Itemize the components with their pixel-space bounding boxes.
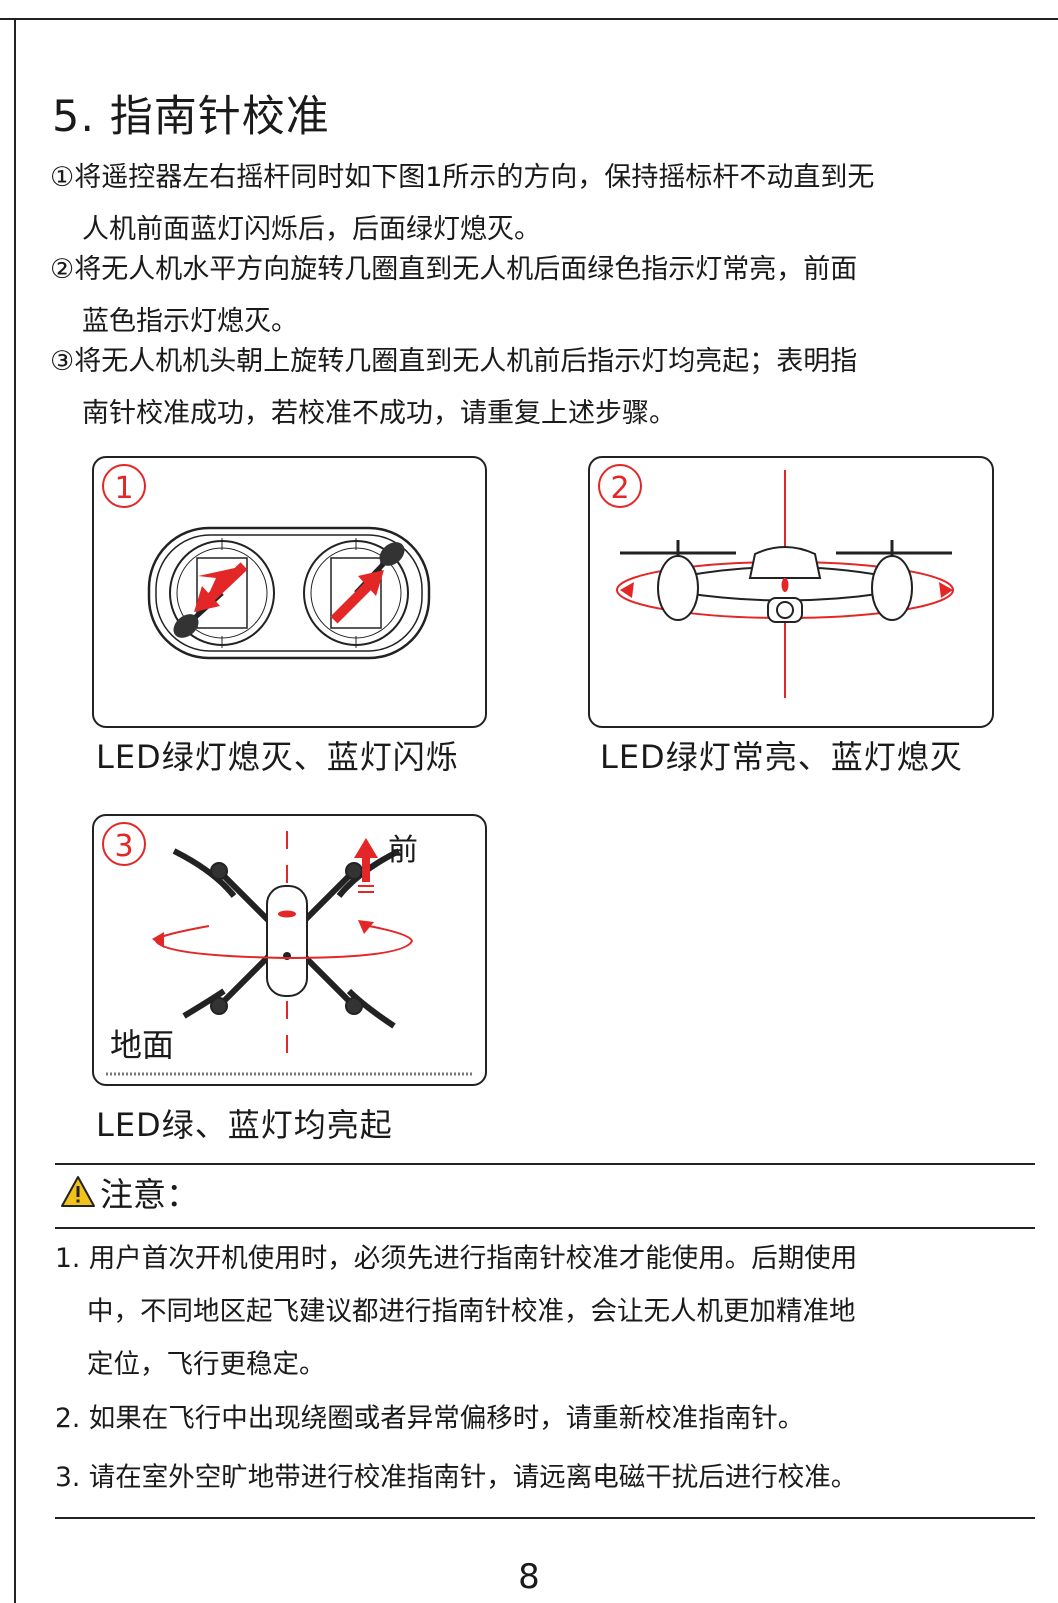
notice-heading: 注意：: [60, 1168, 199, 1216]
drone-front-icon: 2: [598, 464, 954, 698]
figure-1-caption: LED绿灯熄灭、蓝灯闪烁: [96, 738, 459, 776]
up-arrow-icon: [354, 838, 378, 893]
step-1: ①将遥控器左右摇杆同时如下图1所示的方向，保持摇标杆不动直到无 人机前面蓝灯闪烁…: [50, 152, 1030, 256]
figure-2-caption: LED绿灯常亮、蓝灯熄灭: [600, 738, 963, 776]
notice-title: 注意：: [100, 1175, 199, 1214]
step-3-line2: 南针校准成功，若校准不成功，请重复上述步骤。: [82, 398, 676, 429]
figure-1-panel: 1: [92, 456, 487, 728]
notice-item-2: 2. 如果在飞行中出现绕圈或者异常偏移时，请重新校准指南针。: [55, 1392, 1040, 1445]
page-border-left: [14, 18, 16, 1603]
notice-divider-middle: [55, 1227, 1035, 1229]
figure-2-number: 2: [610, 471, 629, 506]
figure-1-number: 1: [114, 471, 133, 506]
page-border-top: [0, 18, 1058, 20]
ground-label: 地面: [110, 1026, 174, 1064]
joystick-icon: 1: [102, 464, 431, 660]
figure-3-number: 3: [114, 829, 133, 864]
step-2-line1: ②将无人机水平方向旋转几圈直到无人机后面绿色指示灯常亮，前面: [50, 254, 858, 285]
notice-item-2-line1: 2. 如果在飞行中出现绕圈或者异常偏移时，请重新校准指南针。: [55, 1403, 805, 1434]
warning-icon: [61, 1176, 95, 1207]
front-label: 前: [388, 833, 418, 868]
notice-item-1-line1: 1. 用户首次开机使用时，必须先进行指南针校准才能使用。后期使用: [55, 1243, 858, 1274]
step-3: ③将无人机机头朝上旋转几圈直到无人机前后指示灯均亮起；表明指 南针校准成功，若校…: [50, 336, 1030, 440]
notice-item-3: 3. 请在室外空旷地带进行校准指南针，请远离电磁干扰后进行校准。: [55, 1451, 1040, 1504]
page-title: 5. 指南针校准: [52, 92, 330, 142]
notice-divider-top: [55, 1163, 1035, 1165]
page-number: 8: [518, 1557, 540, 1597]
step-3-line1: ③将无人机机头朝上旋转几圈直到无人机前后指示灯均亮起；表明指: [50, 346, 858, 377]
step-1-line1: ①将遥控器左右摇杆同时如下图1所示的方向，保持摇标杆不动直到无: [50, 162, 875, 193]
step-1-line2: 人机前面蓝灯闪烁后，后面绿灯熄灭。: [82, 214, 541, 245]
notice-item-3-line1: 3. 请在室外空旷地带进行校准指南针，请远离电磁干扰后进行校准。: [55, 1462, 858, 1493]
figure-2-panel: 2: [588, 456, 994, 728]
step-2-line2: 蓝色指示灯熄灭。: [82, 306, 298, 337]
notice-item-1-line3: 定位，飞行更稳定。: [87, 1349, 326, 1380]
notice-item-1-line2: 中，不同地区起飞建议都进行指南针校准，会让无人机更加精准地: [87, 1296, 856, 1327]
notice-item-1: 1. 用户首次开机使用时，必须先进行指南针校准才能使用。后期使用 中，不同地区起…: [55, 1232, 1040, 1391]
figure-3-panel: 3 前 地面: [92, 814, 487, 1086]
rotate-arrow-icon: [152, 920, 414, 960]
step-2: ②将无人机水平方向旋转几圈直到无人机后面绿色指示灯常亮，前面 蓝色指示灯熄灭。: [50, 244, 1030, 348]
drone-top-icon: 3 前 地面: [102, 822, 472, 1076]
figure-3-caption: LED绿、蓝灯均亮起: [96, 1106, 393, 1144]
notice-divider-bottom: [55, 1517, 1035, 1519]
